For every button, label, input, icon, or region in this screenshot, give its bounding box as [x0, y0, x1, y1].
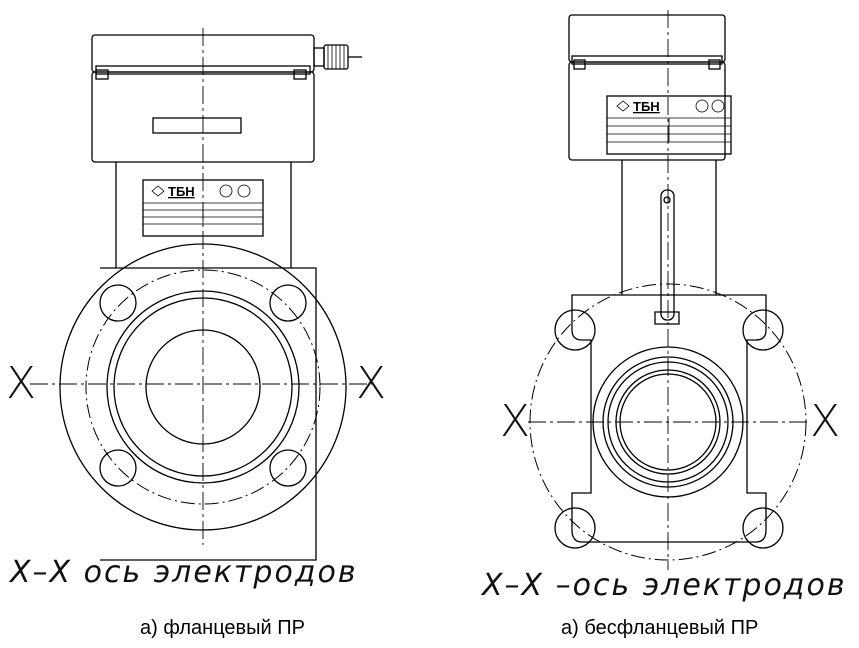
right-caption: а) бесфланцевый ПР [561, 617, 759, 639]
flanged-meter-drawing [30, 28, 375, 561]
right-axis-label: X–X –ось электродов [482, 568, 847, 603]
right-axis-marker-right: X [810, 396, 841, 447]
right-nameplate-brand: ТБН [633, 99, 660, 114]
left-nameplate-brand: ТБН [168, 184, 195, 199]
left-axis-marker-right: X [356, 358, 387, 409]
right-axis-marker-left: X [500, 396, 531, 447]
left-axis-marker-left: X [6, 358, 37, 409]
left-axis-label: X–X ось электродов [10, 555, 358, 590]
wafer-meter-drawing [528, 10, 808, 570]
left-caption: а) фланцевый ПР [140, 617, 305, 639]
